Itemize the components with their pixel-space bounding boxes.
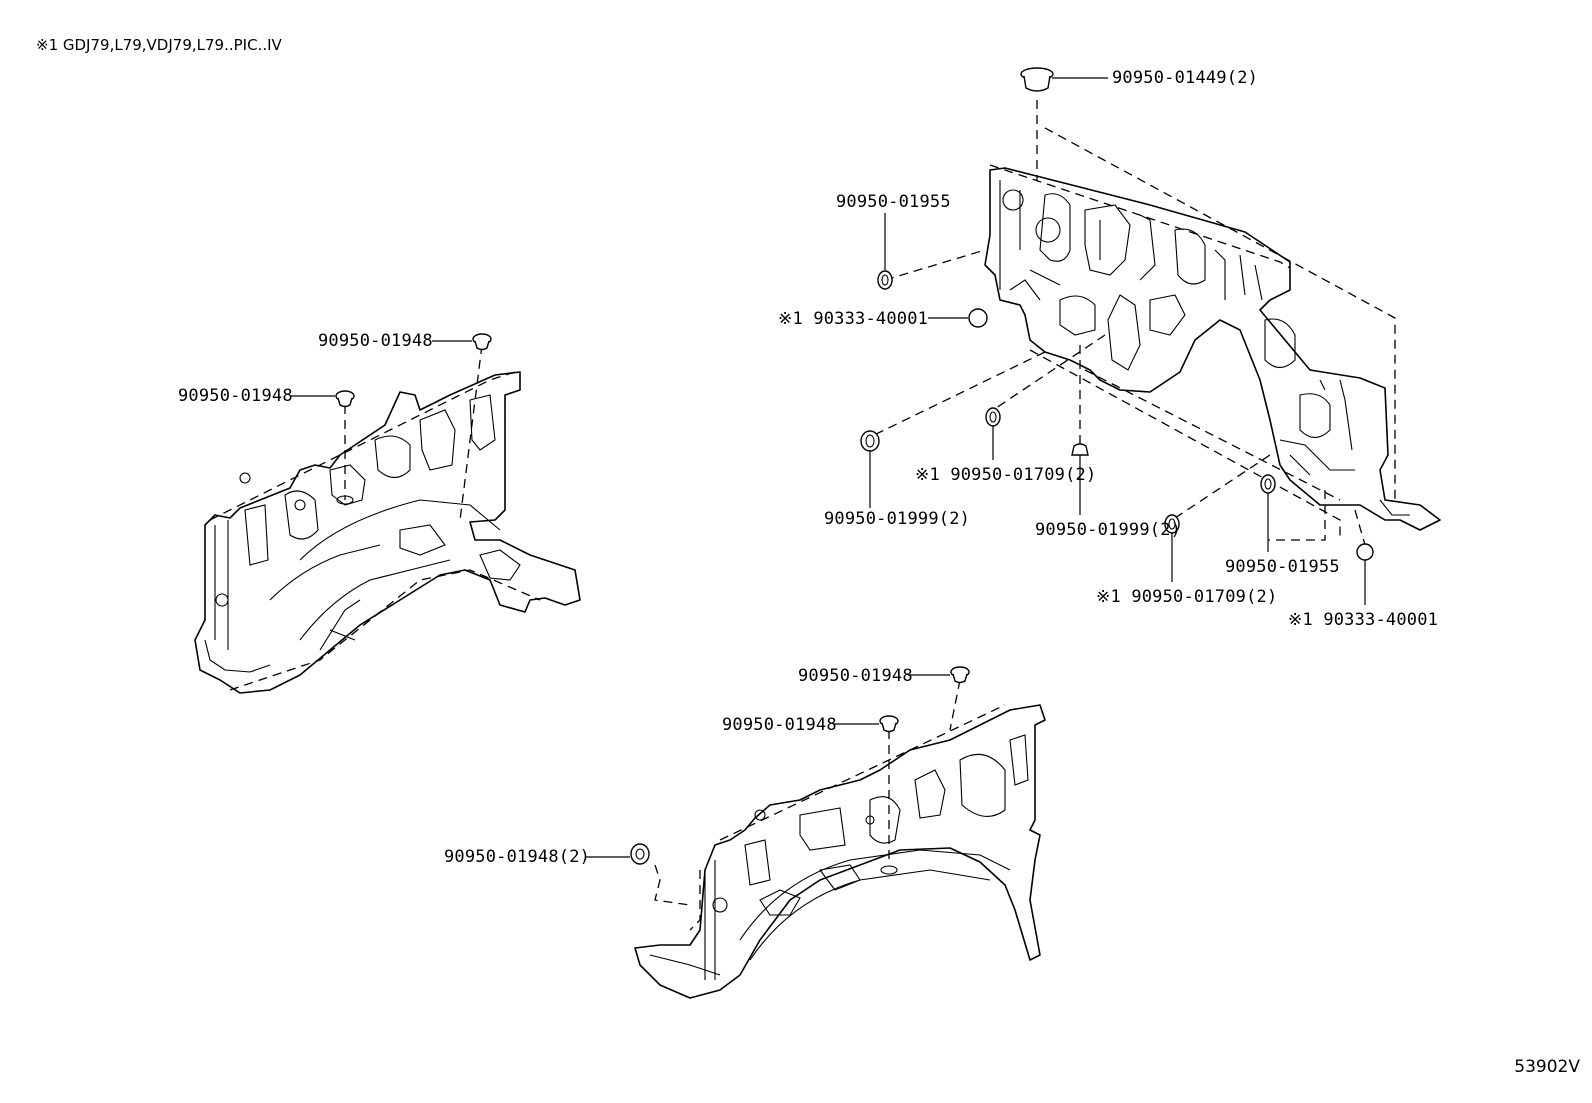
hole-plug-icon: [1356, 543, 1374, 561]
clip-icon: [630, 843, 650, 865]
part-number-label[interactable]: ※1 90333-40001: [1288, 610, 1439, 630]
part-number-label[interactable]: 90950-01948: [722, 715, 837, 735]
part-number-label[interactable]: 90950-01948(2): [444, 847, 591, 867]
grommet-icon: [1020, 67, 1054, 92]
dash-panel: [860, 67, 1441, 605]
part-number-label[interactable]: ※1 90333-40001: [778, 309, 929, 329]
plug-icon: [985, 407, 1001, 427]
clip-seat-icon: [880, 865, 898, 875]
clip-icon: [879, 715, 899, 733]
plug-icon: [877, 270, 893, 290]
part-number-label[interactable]: 90950-01449(2): [1112, 68, 1259, 88]
part-number-label[interactable]: 90950-01999(2): [1035, 520, 1182, 540]
applicability-note: ※1 GDJ79,L79,VDJ79,L79..PIC..IV: [36, 36, 282, 54]
part-number-label[interactable]: 90950-01955: [836, 192, 951, 212]
part-number-label[interactable]: 90950-01999(2): [824, 509, 971, 529]
part-number-label[interactable]: 90950-01955: [1225, 557, 1340, 577]
rh-fender-apron: [586, 666, 1046, 999]
part-number-label[interactable]: 90950-01948: [178, 386, 293, 406]
plug-icon: [1260, 474, 1276, 494]
clip-icon: [950, 666, 970, 684]
figure-number: 53902V: [1514, 1057, 1580, 1077]
clip-icon: [472, 333, 492, 351]
part-number-label[interactable]: ※1 90950-01709(2): [1096, 587, 1278, 607]
part-number-label[interactable]: ※1 90950-01709(2): [915, 465, 1097, 485]
clip-icon: [335, 390, 355, 408]
part-number-label[interactable]: 90950-01948: [798, 666, 913, 686]
plug-icon: [1071, 443, 1089, 456]
hole-plug-icon: [968, 308, 988, 328]
lh-fender-apron: [194, 333, 581, 694]
clip-seat-icon: [336, 495, 354, 505]
part-number-label[interactable]: 90950-01948: [318, 331, 433, 351]
plug-icon: [860, 430, 880, 452]
